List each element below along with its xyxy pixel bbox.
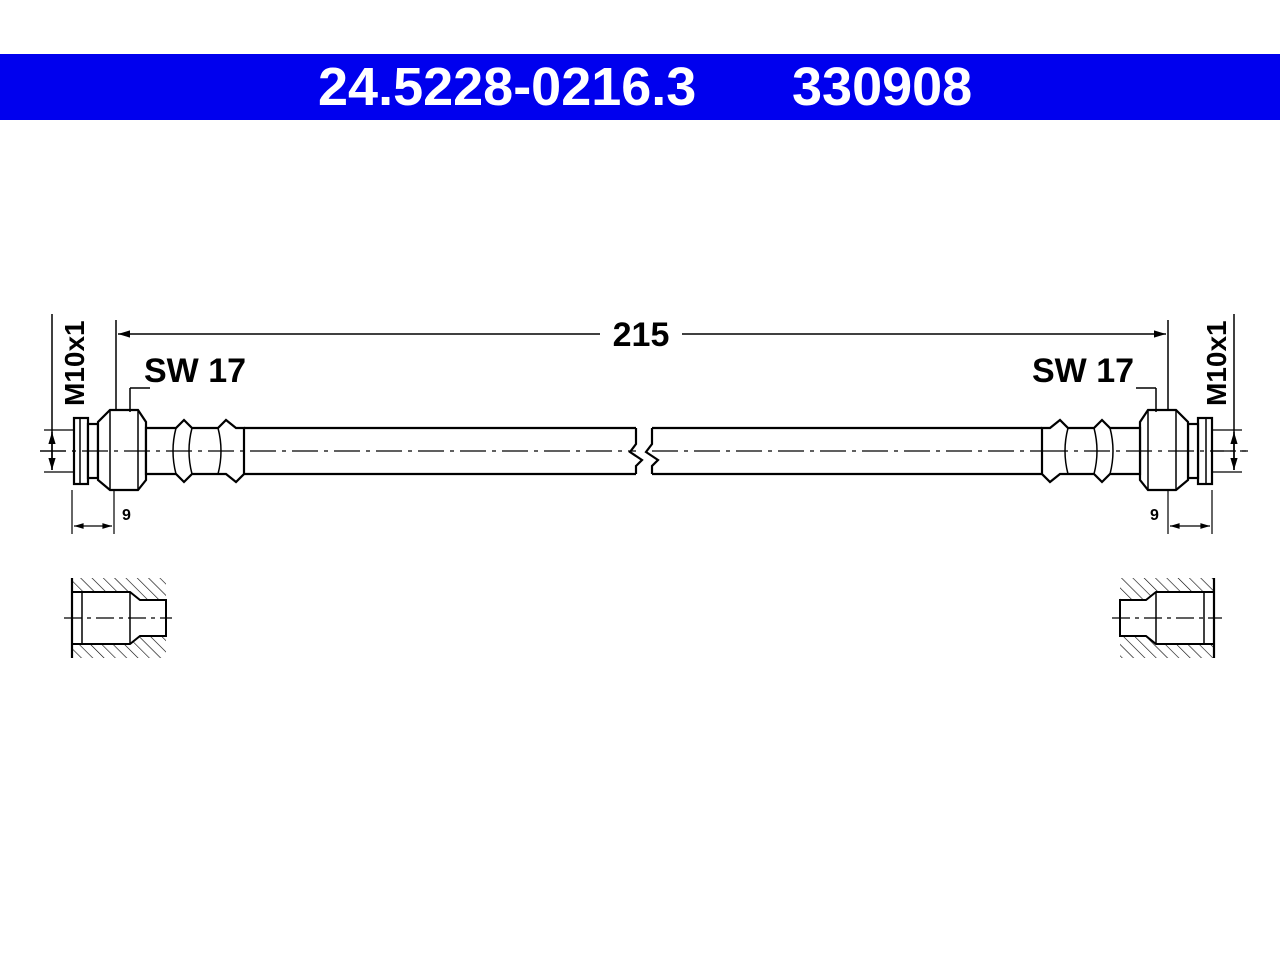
left-thread-length-dimension: 9: [71, 490, 131, 534]
part-number: 24.5228-0216.3: [318, 57, 697, 117]
left-fitting: [72, 408, 246, 492]
right-port-section: [1112, 578, 1222, 658]
reference-number: 330908: [792, 57, 973, 117]
left-wrench-size-label: SW 17: [144, 352, 246, 390]
overall-length-label: 215: [613, 316, 670, 354]
right-thread-length-label: 9: [1150, 507, 1159, 524]
right-thread-label: M10x1: [1201, 320, 1232, 406]
right-wrench-size-label: SW 17: [1032, 352, 1134, 390]
overall-length-dimension: 215: [115, 316, 1169, 412]
left-thread-dimension: M10x1: [44, 314, 90, 473]
left-port-section: [64, 578, 172, 658]
left-thread-length-label: 9: [122, 507, 131, 524]
right-fitting: [1040, 408, 1214, 492]
right-thread-dimension: M10x1: [1201, 314, 1242, 473]
right-thread-length-dimension: 9: [1150, 490, 1213, 534]
hose-tube: [244, 426, 1042, 476]
left-thread-label: M10x1: [59, 320, 90, 406]
title-bar: 24.5228-0216.3 330908: [0, 54, 1280, 120]
